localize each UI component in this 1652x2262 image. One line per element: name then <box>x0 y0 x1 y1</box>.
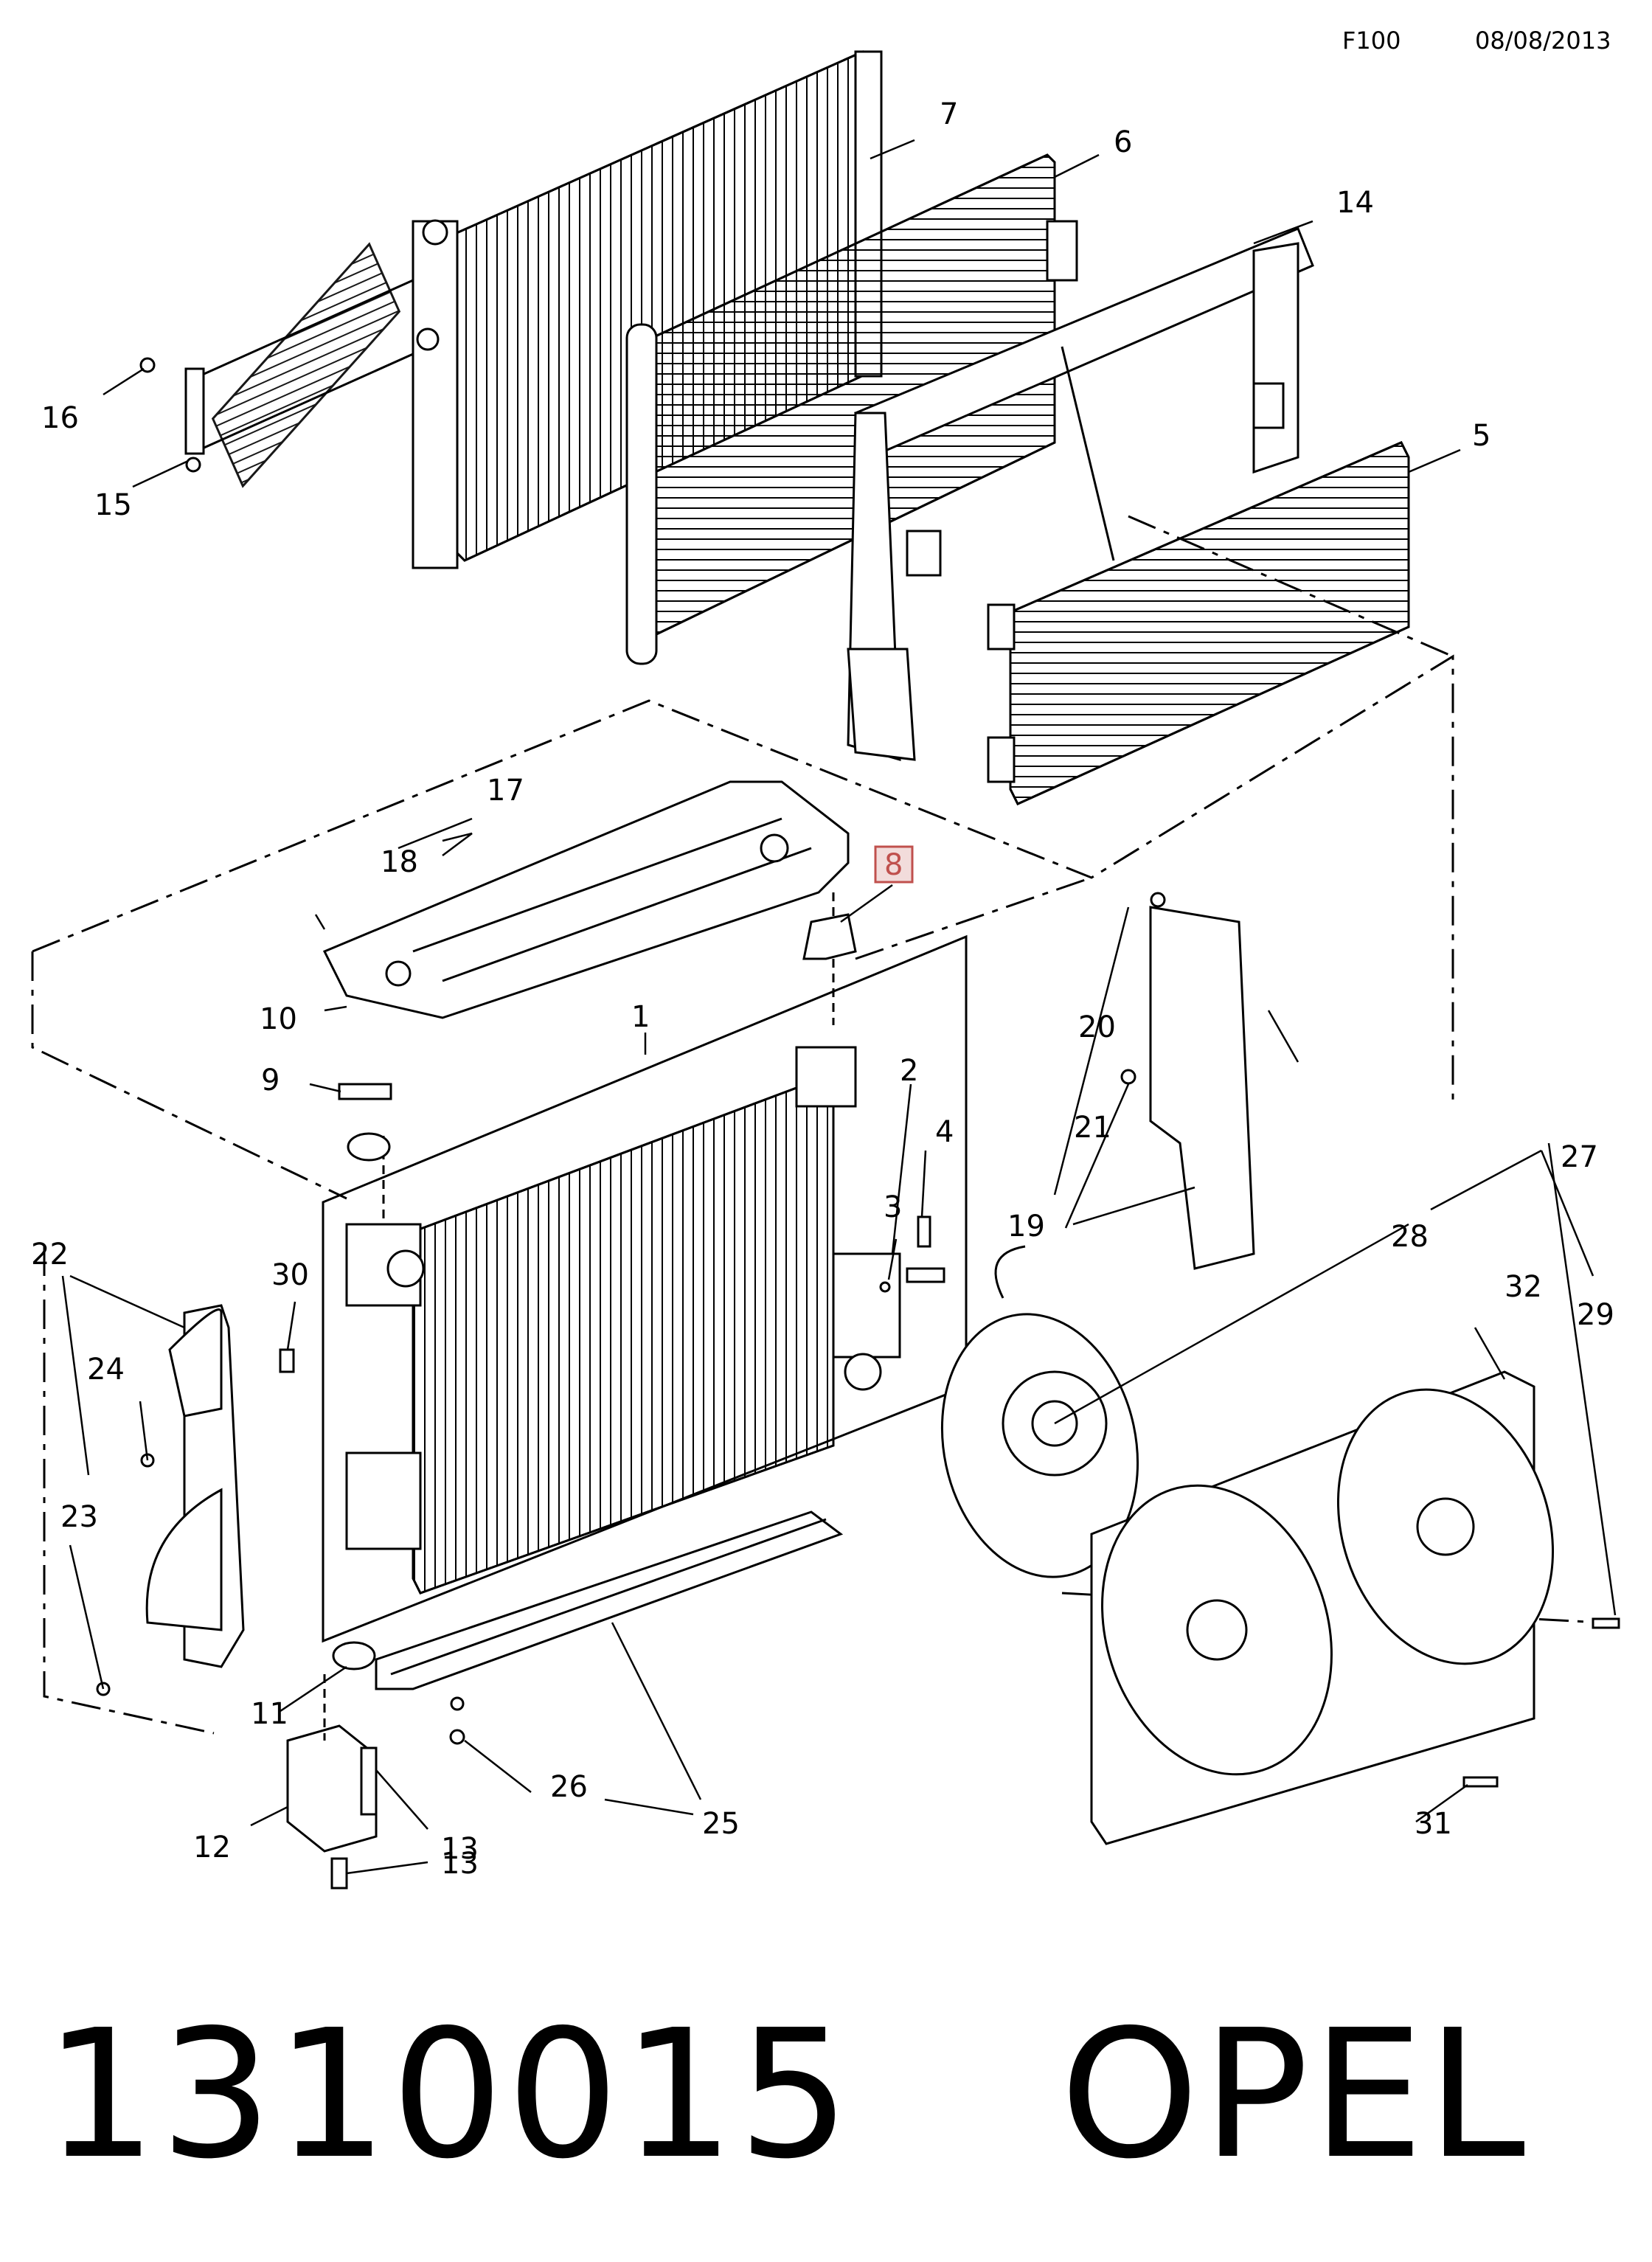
callout-32: 32 <box>1504 1270 1542 1304</box>
callout-16: 16 <box>41 401 79 435</box>
callout-11: 11 <box>251 1697 288 1731</box>
callout-8: 8 <box>884 848 903 882</box>
callout-28: 28 <box>1391 1220 1429 1254</box>
callout-25: 25 <box>702 1807 740 1841</box>
callout-8-highlight: 8 <box>874 845 914 884</box>
leader-lines <box>61 139 1617 1875</box>
callout-24: 24 <box>87 1353 125 1387</box>
coolant-sensor <box>879 1215 945 1293</box>
callout-23: 23 <box>60 1500 98 1534</box>
callout-14: 14 <box>1336 186 1374 220</box>
brand-name: OPEL <box>1060 1991 1529 2198</box>
callout-15: 15 <box>94 488 132 522</box>
upper-air-deflector <box>322 780 850 1019</box>
side-air-deflector <box>96 1304 245 1696</box>
lower-air-deflector <box>375 1510 844 1711</box>
document-header: F100 08/08/2013 <box>1342 27 1637 56</box>
callout-17: 17 <box>487 774 524 808</box>
callout-31: 31 <box>1415 1807 1452 1841</box>
callout-21: 21 <box>1074 1111 1111 1145</box>
callout-12: 12 <box>193 1831 231 1864</box>
callout-30: 30 <box>271 1258 309 1292</box>
part-number: 1310015 <box>44 1991 853 2198</box>
callout-2: 2 <box>900 1054 918 1088</box>
upper-radiator-bracket <box>802 892 857 1025</box>
upper-frame <box>847 227 1314 762</box>
callout-13-upper: 13 <box>441 1832 479 1866</box>
side-bracket <box>1120 892 1255 1270</box>
callout-26: 26 <box>550 1770 588 1804</box>
callout-20: 20 <box>1078 1010 1116 1044</box>
callout-10: 10 <box>260 1002 297 1036</box>
radiator-rear <box>412 50 883 569</box>
callout-22: 22 <box>31 1238 69 1271</box>
callout-3: 3 <box>884 1190 902 1224</box>
callout-5: 5 <box>1472 419 1490 453</box>
callout-27: 27 <box>1561 1140 1598 1174</box>
callout-13-lower: 13 <box>441 1847 479 1881</box>
callout-29: 29 <box>1577 1298 1614 1332</box>
callout-7: 7 <box>940 97 958 131</box>
callout-18: 18 <box>381 845 418 879</box>
part-caption: 1310015 OPEL <box>44 1984 1593 2205</box>
callout-labels: 1 2 3 4 5 6 7 8 9 10 11 12 13 13 14 15 1… <box>31 97 1614 1881</box>
radiator-main <box>322 934 968 1643</box>
oil-cooler <box>139 242 414 488</box>
callout-1: 1 <box>631 1000 650 1034</box>
callout-9: 9 <box>261 1064 280 1097</box>
callout-4: 4 <box>935 1115 954 1149</box>
fasteners <box>279 1348 1620 1788</box>
condenser <box>625 153 1078 665</box>
fan-shroud <box>1090 1370 1555 1845</box>
intercooler <box>987 441 1410 805</box>
callout-19: 19 <box>1007 1210 1045 1243</box>
document-code: F100 <box>1342 27 1401 55</box>
document-date: 08/08/2013 <box>1475 27 1611 55</box>
callout-6: 6 <box>1114 125 1132 159</box>
exploded-parts-diagram: 1 2 3 4 5 6 7 8 9 10 11 12 13 13 14 15 1… <box>31 50 1620 1890</box>
